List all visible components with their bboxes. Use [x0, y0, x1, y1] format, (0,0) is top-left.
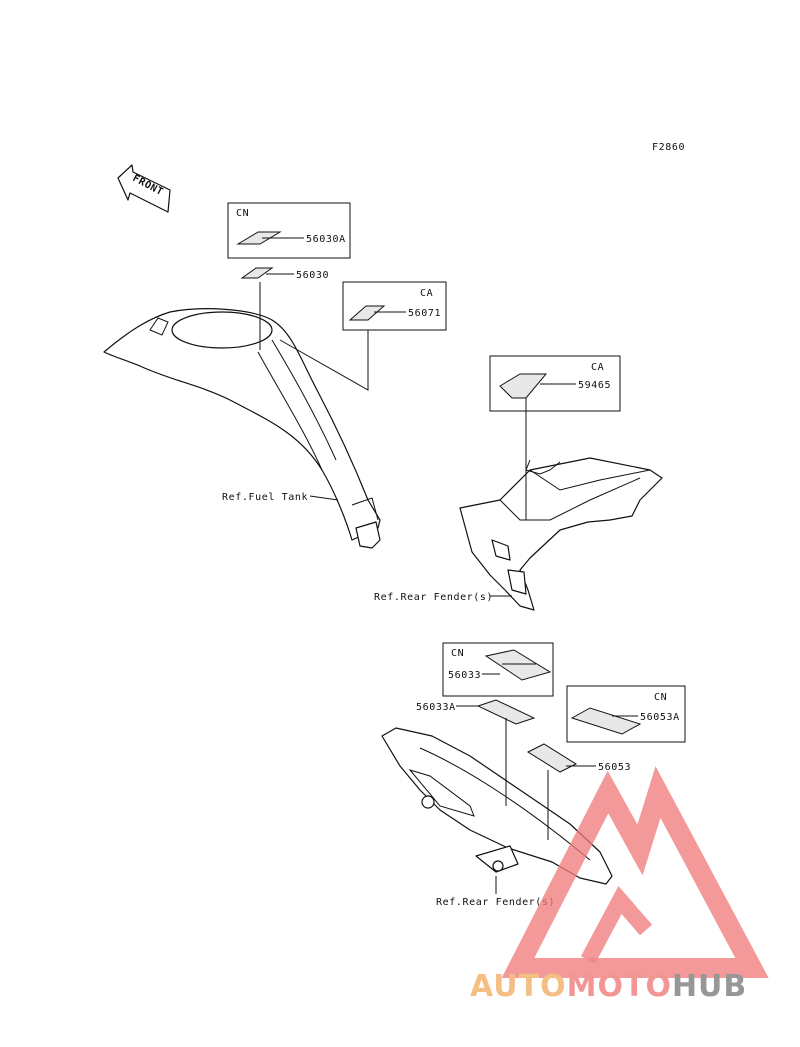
- region-label-56071: CA: [420, 288, 433, 299]
- part-56030: 56030: [240, 267, 329, 350]
- decal-56030-icon: [240, 267, 274, 279]
- ref-fuel-tank-label: Ref.Fuel Tank: [222, 492, 308, 503]
- watermark-text: AUTOMOTOHUB: [470, 969, 747, 1004]
- decal-56071-icon: [348, 305, 386, 321]
- part-box-56071: CA 56071: [279, 281, 447, 391]
- fuel-tank-cover: [103, 308, 381, 549]
- region-label-56030A: CN: [236, 208, 249, 219]
- rear-fender-upper: [459, 457, 663, 611]
- part-number-56071: 56071: [408, 308, 441, 319]
- ref-rear-fender-label-2: Ref.Rear Fender(s): [436, 897, 555, 908]
- decal-56053-icon: [526, 743, 578, 773]
- decal-56033-icon: [484, 649, 552, 681]
- watermark-moto: MOTO: [567, 969, 672, 1004]
- triangle-logo-icon: [501, 766, 769, 978]
- automotohub-watermark: AUTOMOTOHUB: [470, 766, 769, 1004]
- decal-59465-icon: [499, 373, 548, 399]
- part-56033A: 56033A: [416, 699, 536, 806]
- part-number-56030A: 56030A: [306, 234, 346, 245]
- ref-rear-fender-label-1: Ref.Rear Fender(s): [374, 592, 493, 603]
- part-number-56053: 56053: [598, 762, 631, 773]
- decal-56053A-icon: [570, 707, 642, 735]
- watermark-auto: AUTO: [470, 969, 567, 1004]
- part-box-56030A: CN 56030A: [227, 202, 351, 259]
- part-56053: 56053: [526, 743, 631, 840]
- part-box-56033: CN 56033: [442, 642, 554, 697]
- region-label-56053A: CN: [654, 692, 667, 703]
- region-label-56033: CN: [451, 648, 464, 659]
- watermark-hub: HUB: [672, 969, 747, 1004]
- decal-56033A-icon: [476, 699, 536, 725]
- front-arrow-icon: FRONT: [117, 164, 171, 213]
- part-number-56033A: 56033A: [416, 702, 456, 713]
- region-label-59465: CA: [591, 362, 604, 373]
- part-number-59465: 59465: [578, 380, 611, 391]
- part-number-56053A: 56053A: [640, 712, 680, 723]
- decal-56030A-icon: [236, 231, 282, 245]
- chain-cover: [381, 727, 613, 885]
- figure-code: F2860: [652, 142, 685, 153]
- part-number-56033: 56033: [448, 670, 481, 681]
- part-number-56030: 56030: [296, 270, 329, 281]
- part-box-56053A: CN 56053A: [566, 685, 686, 743]
- part-box-59465: CA 59465: [489, 355, 621, 520]
